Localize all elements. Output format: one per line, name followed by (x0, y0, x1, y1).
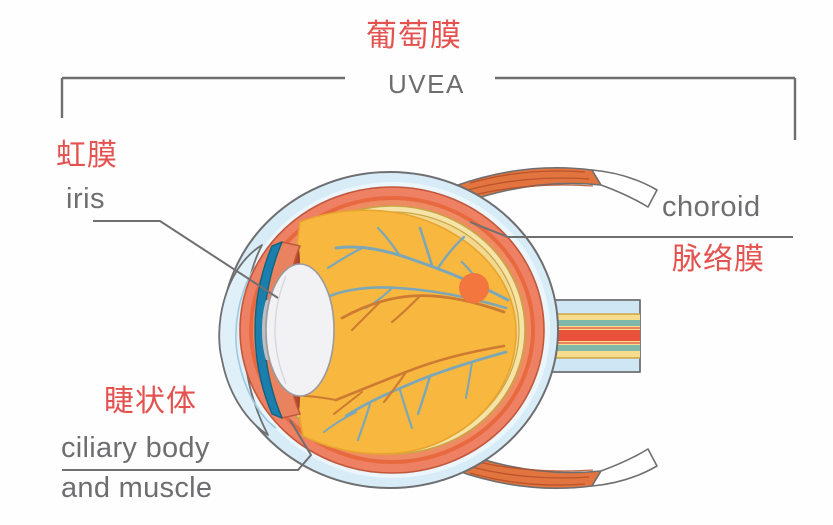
anterior-segment (254, 241, 335, 419)
ciliary-body-label-chinese: 睫状体 (104, 384, 197, 419)
macula (459, 273, 489, 303)
choroid-label-english: choroid (662, 191, 761, 223)
ciliary-body-label-english-line2: and muscle (61, 472, 213, 504)
extraocular-muscle-superior (454, 166, 658, 208)
extraocular-muscle-inferior (454, 448, 658, 490)
choroid-label-chinese: 脉络膜 (672, 242, 765, 277)
leader-lines (62, 220, 793, 471)
ciliary-body-label-english-line1: ciliary body (61, 432, 210, 464)
uvea-label-english: UVEA (388, 69, 465, 99)
retinal-vessels (303, 226, 510, 442)
iris-label-english: iris (66, 183, 106, 215)
uvea-bracket (60, 76, 797, 140)
uvea-label-chinese: 葡萄膜 (366, 18, 462, 54)
iris-label-chinese: 虹膜 (56, 138, 118, 173)
